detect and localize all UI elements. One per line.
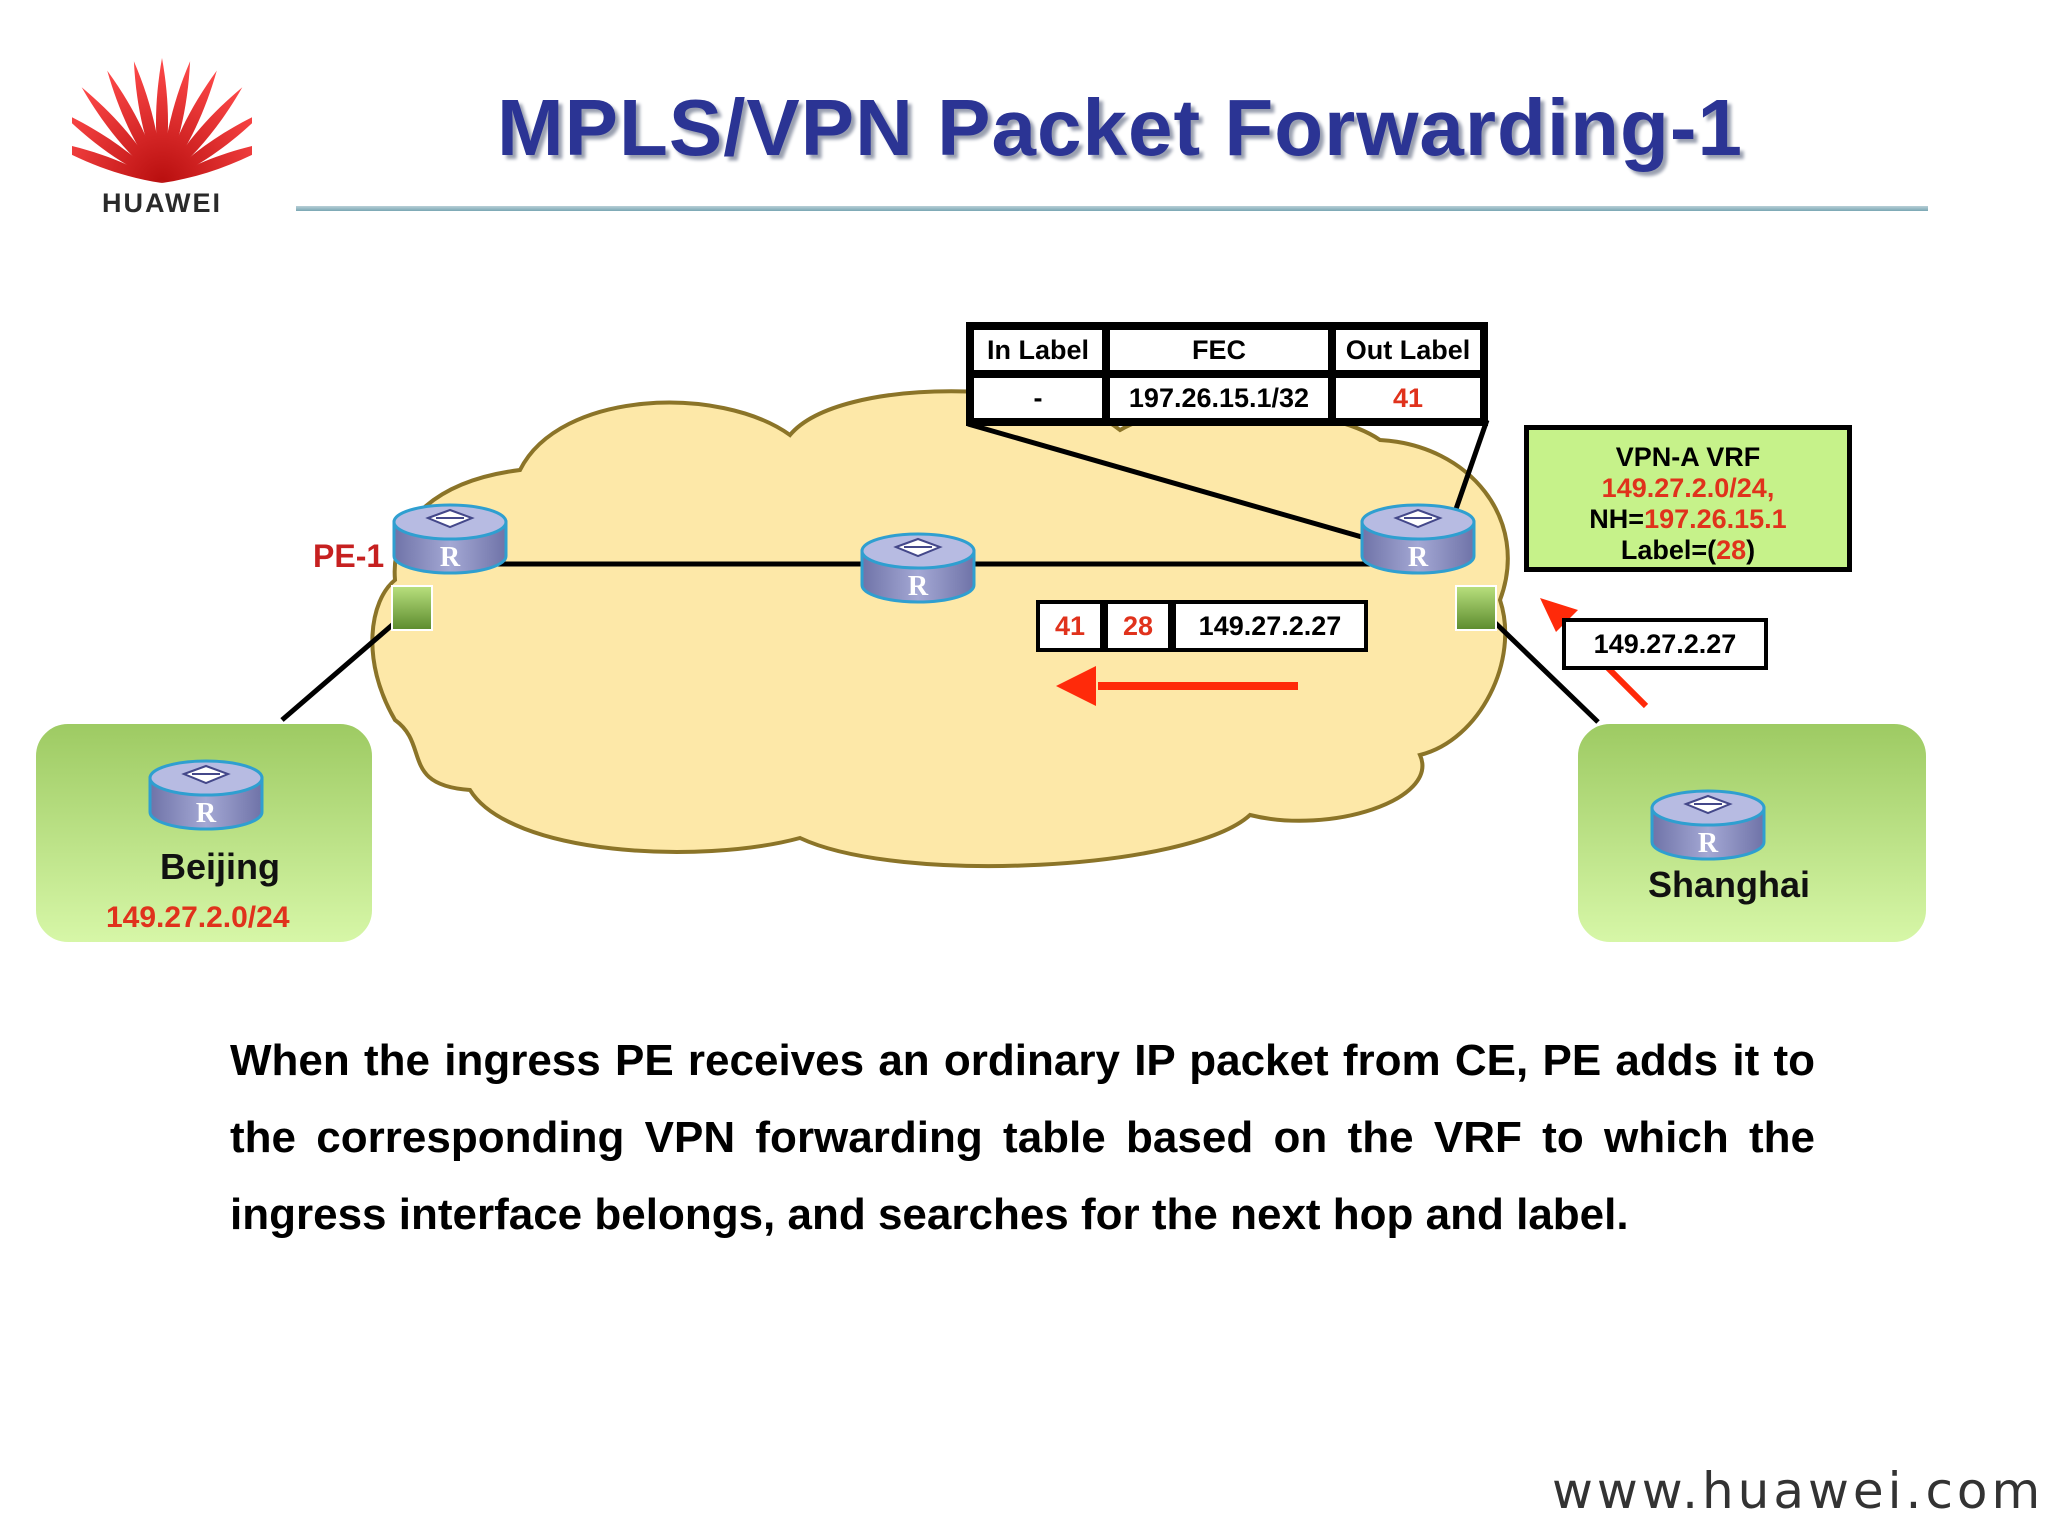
lfib-header-fec: FEC — [1106, 326, 1332, 374]
incoming-ip-packet: 149.27.2.27 — [1562, 618, 1768, 670]
router-glyph: R — [440, 542, 461, 573]
logo-text: HUAWEI — [102, 188, 222, 218]
beijing-site-network: 149.27.2.0/24 — [106, 901, 290, 934]
lfib-out-label: 41 — [1332, 374, 1484, 422]
labeled-packet: 41 28 149.27.2.27 — [1036, 600, 1368, 652]
pe1-interface — [391, 585, 433, 631]
lfib-table: In Label FEC Out Label - 197.26.15.1/32 … — [966, 322, 1488, 426]
vpn-vrf-box: VPN-A VRF 149.27.2.0/24, NH=197.26.15.1 … — [1524, 425, 1852, 572]
lfib-header-in-label: In Label — [970, 326, 1106, 374]
table-callout-line — [967, 421, 1415, 555]
packet-inner-label: 28 — [1104, 600, 1172, 652]
lfib-row: - 197.26.15.1/32 41 — [970, 374, 1484, 422]
router-glyph: R — [1408, 542, 1429, 573]
link-beijing-pe1 — [280, 618, 400, 722]
link-pe2-shanghai — [1482, 610, 1600, 724]
packet-direction-arrow-icon — [1056, 666, 1298, 706]
description-paragraph: When the ingress PE receives an ordinary… — [230, 1036, 1815, 1239]
shanghai-site-name: Shanghai — [1648, 864, 1811, 905]
lfib-in-label: - — [970, 374, 1106, 422]
vrf-title: VPN-A VRF — [1615, 442, 1761, 472]
router-glyph: R — [1698, 828, 1719, 859]
beijing-site-name: Beijing — [160, 846, 281, 887]
packet-ip: 149.27.2.27 — [1172, 600, 1368, 652]
vrf-label-value: 28 — [1716, 535, 1747, 565]
pe1-label: PE-1 — [313, 538, 385, 574]
lfib-header-row: In Label FEC Out Label — [970, 326, 1484, 374]
vrf-next-hop-value: 197.26.15.1 — [1644, 504, 1787, 534]
footer-url[interactable]: www.huawei.com — [1552, 1462, 2045, 1520]
lfib-fec: 197.26.15.1/32 — [1106, 374, 1332, 422]
vrf-label: Label=(28) — [1620, 535, 1756, 565]
vrf-next-hop: NH=197.26.15.1 — [1589, 504, 1787, 534]
title-divider — [296, 206, 1928, 211]
packet-outer-label: 41 — [1036, 600, 1104, 652]
huawei-petal-logo-icon — [72, 58, 252, 183]
lfib-header-out-label: Out Label — [1332, 326, 1484, 374]
vrf-prefix: 149.27.2.0/24, — [1601, 473, 1775, 503]
beijing-site-box — [32, 720, 376, 946]
router-glyph: R — [908, 571, 929, 602]
page-title: MPLS/VPN Packet Forwarding-1 — [496, 83, 1744, 172]
router-glyph: R — [196, 798, 217, 829]
pe2-interface — [1455, 585, 1497, 631]
